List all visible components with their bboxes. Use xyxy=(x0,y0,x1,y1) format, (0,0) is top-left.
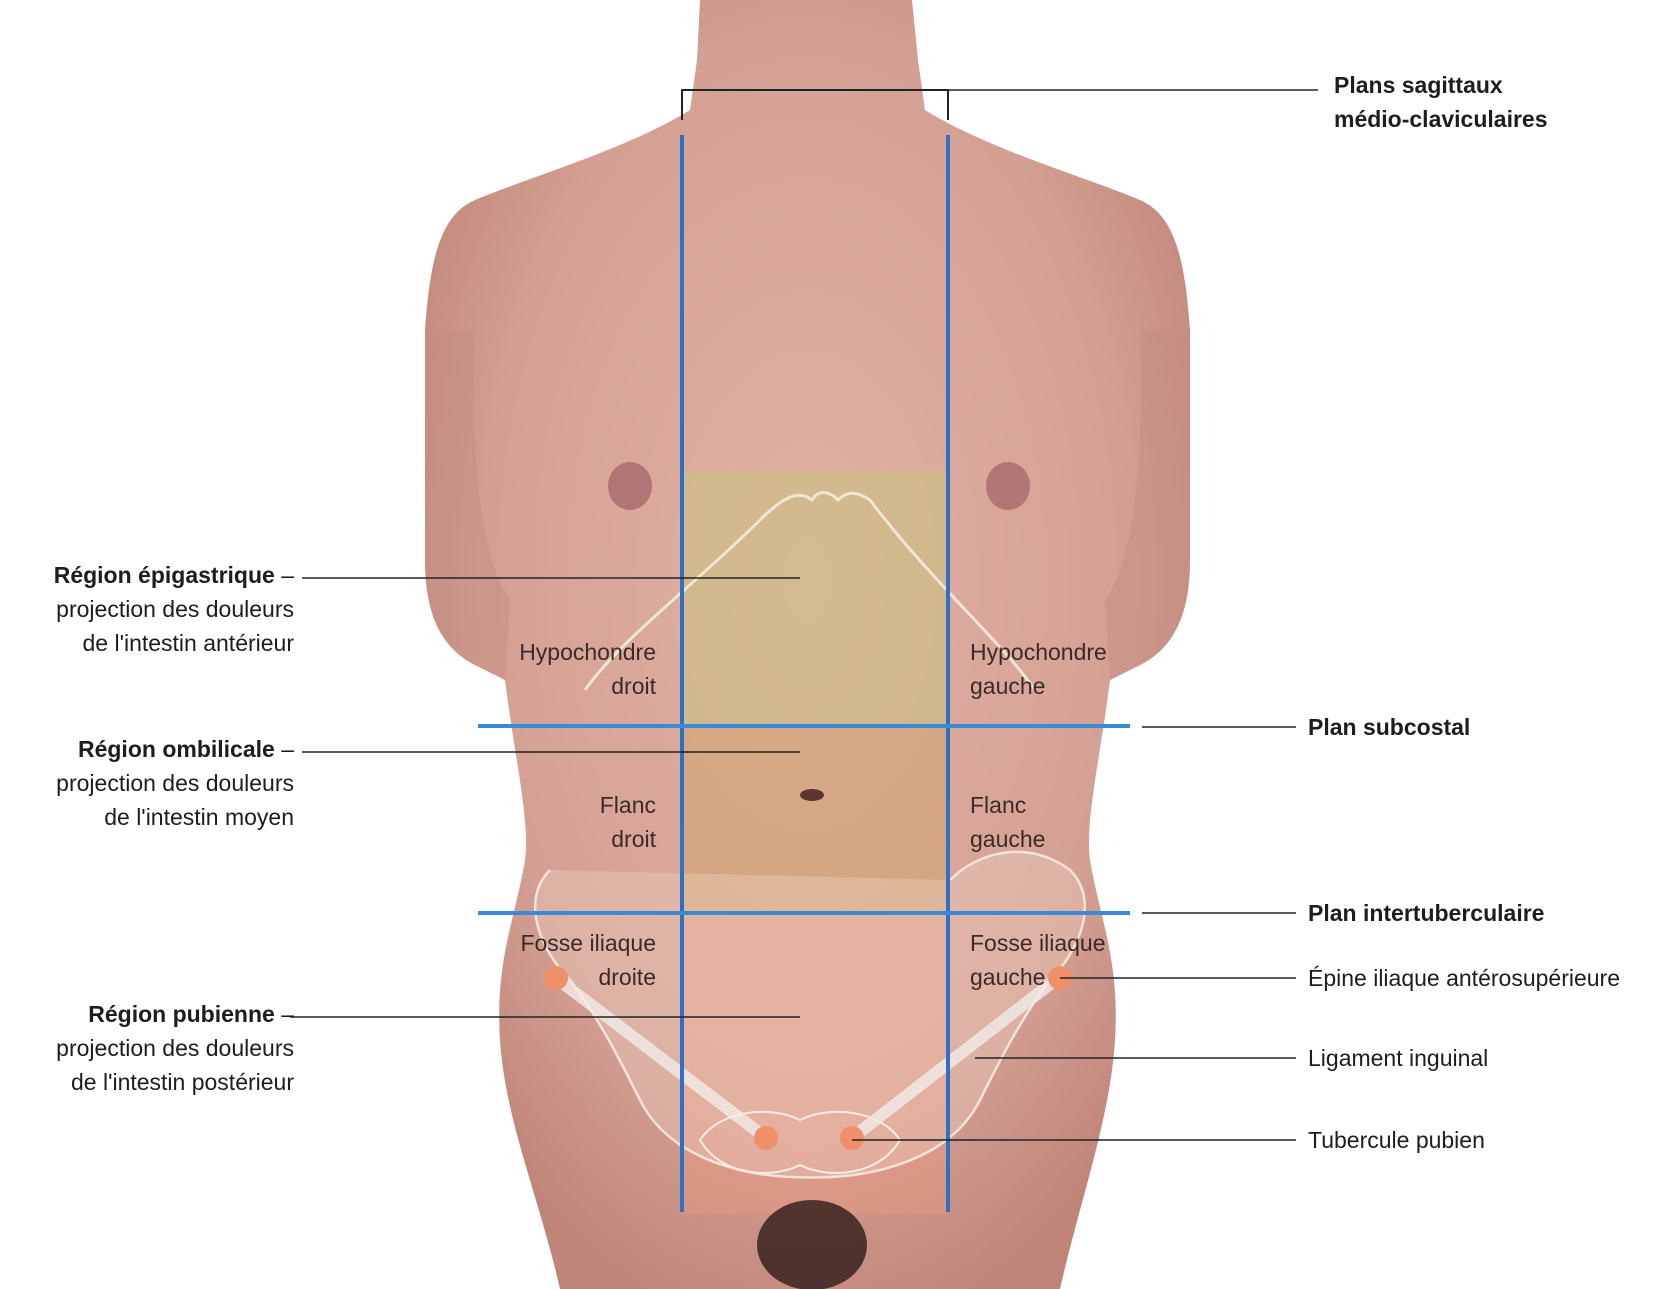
hypochondre-droit-line2: droit xyxy=(519,669,656,703)
pubic-tubercle-right-dot xyxy=(754,1126,778,1150)
region-flanc-gauche: Flanc gauche xyxy=(970,788,1045,856)
pubic-hair xyxy=(757,1200,867,1289)
flanc-gauche-line2: gauche xyxy=(970,822,1045,856)
label-sagittal-line2: médio-claviculaires xyxy=(1334,102,1548,136)
pubic-line2: projection des douleurs xyxy=(56,1031,294,1065)
fosse-gauche-line2: gauche xyxy=(970,960,1106,994)
label-inguinal-ligament: Ligament inguinal xyxy=(1308,1041,1488,1075)
region-hypochondre-gauche: Hypochondre gauche xyxy=(970,635,1107,703)
label-pubic-tubercle: Tubercule pubien xyxy=(1308,1123,1485,1157)
fosse-droite-line1: Fosse iliaque xyxy=(520,926,656,960)
label-subcostal-plane: Plan subcostal xyxy=(1308,710,1470,744)
umbilical-dash: – xyxy=(275,736,294,762)
label-umbilical-region: Région ombilicale – projection des doule… xyxy=(56,732,294,834)
label-asis: Épine iliaque antérosupérieure xyxy=(1308,961,1620,995)
umbilical-line3: de l'intestin moyen xyxy=(56,800,294,834)
left-nipple xyxy=(986,462,1030,510)
label-intertubercular-plane: Plan intertuberculaire xyxy=(1308,896,1544,930)
epigastric-title: Région épigastrique xyxy=(54,562,275,588)
pubic-title: Région pubienne xyxy=(88,1001,275,1027)
region-fosse-iliaque-droite: Fosse iliaque droite xyxy=(520,926,656,994)
region-hypochondre-droit: Hypochondre droit xyxy=(519,635,656,703)
fosse-droite-line2: droite xyxy=(520,960,656,994)
region-fosse-iliaque-gauche: Fosse iliaque gauche xyxy=(970,926,1106,994)
umbilicus xyxy=(800,789,824,801)
epigastric-dash: – xyxy=(275,562,294,588)
hypochondre-gauche-line2: gauche xyxy=(970,669,1107,703)
label-sagittal-planes: Plans sagittaux médio-claviculaires xyxy=(1334,68,1548,136)
right-nipple xyxy=(608,462,652,510)
label-pubic-region: Région pubienne – projection des douleur… xyxy=(56,997,294,1099)
epigastric-line3: de l'intestin antérieur xyxy=(54,626,294,660)
pubic-line3: de l'intestin postérieur xyxy=(56,1065,294,1099)
flanc-gauche-line1: Flanc xyxy=(970,788,1045,822)
flanc-droit-line2: droit xyxy=(600,822,656,856)
pubic-dash: – xyxy=(275,1001,294,1027)
umbilical-line2: projection des douleurs xyxy=(56,766,294,800)
hypochondre-gauche-line1: Hypochondre xyxy=(970,635,1107,669)
flanc-droit-line1: Flanc xyxy=(600,788,656,822)
label-epigastric-region: Région épigastrique – projection des dou… xyxy=(54,558,294,660)
region-flanc-droit: Flanc droit xyxy=(600,788,656,856)
epigastric-line2: projection des douleurs xyxy=(54,592,294,626)
epigastric-region-tint xyxy=(682,470,948,728)
pubic-tubercle-left-dot xyxy=(840,1126,864,1150)
fosse-gauche-line1: Fosse iliaque xyxy=(970,926,1106,960)
hypochondre-droit-line1: Hypochondre xyxy=(519,635,656,669)
umbilical-title: Région ombilicale xyxy=(78,736,275,762)
label-sagittal-line1: Plans sagittaux xyxy=(1334,68,1548,102)
